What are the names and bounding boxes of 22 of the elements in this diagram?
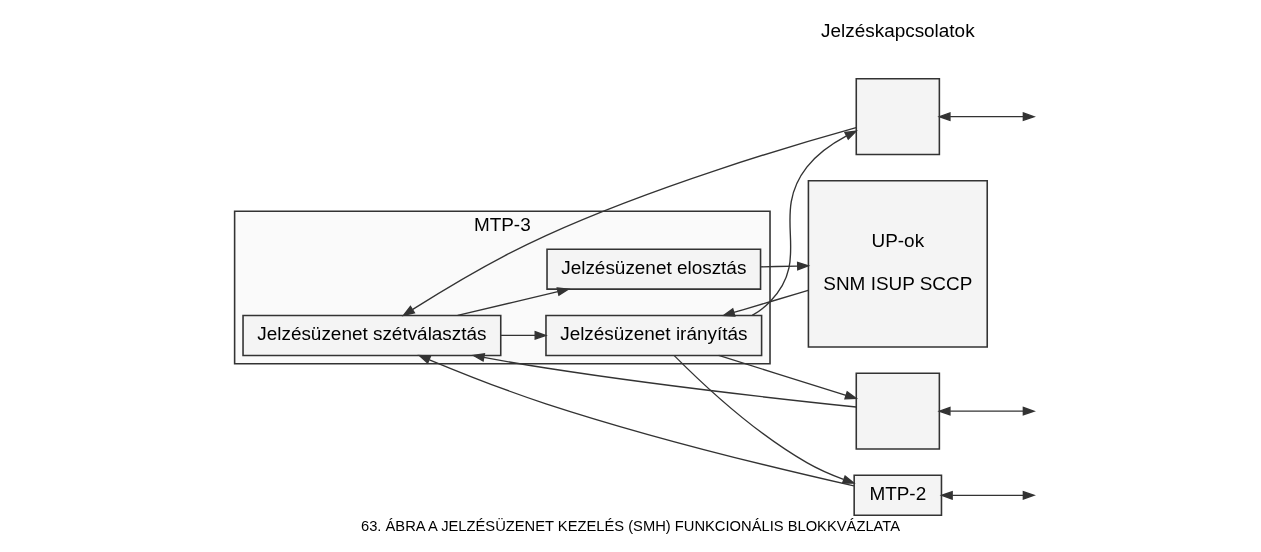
node-box bbox=[855, 78, 941, 156]
arrow bbox=[500, 330, 548, 341]
node-box: UP-ok SNM ISUP SCCP bbox=[807, 180, 988, 348]
arrow bbox=[751, 130, 858, 317]
arrow bbox=[456, 287, 571, 317]
arrow bbox=[401, 126, 857, 317]
node-box: Jelzésüzenet elosztás bbox=[546, 248, 762, 290]
node-box bbox=[855, 372, 941, 450]
arrow bbox=[718, 354, 859, 400]
arrow bbox=[759, 261, 811, 271]
arrow bbox=[471, 352, 857, 408]
node-box: MTP-2 bbox=[853, 474, 943, 517]
arrow bbox=[939, 490, 1036, 500]
arrow bbox=[721, 289, 809, 317]
arrow bbox=[417, 354, 855, 487]
node-box: Jelzésüzenet irányítás bbox=[545, 314, 763, 357]
node-box: Jelzésüzenet szétválasztás bbox=[242, 314, 502, 357]
arrow bbox=[937, 406, 1036, 416]
caption: 63. ÁBRA A JELZÉSÜZENET KEZELÉS (SMH) FUNKCIONÁLIS BLOKKVÁZLATA bbox=[360, 518, 901, 535]
label: Jelzéskapcsolatok bbox=[821, 20, 975, 42]
arrow bbox=[937, 112, 1036, 122]
arrow bbox=[673, 354, 856, 484]
